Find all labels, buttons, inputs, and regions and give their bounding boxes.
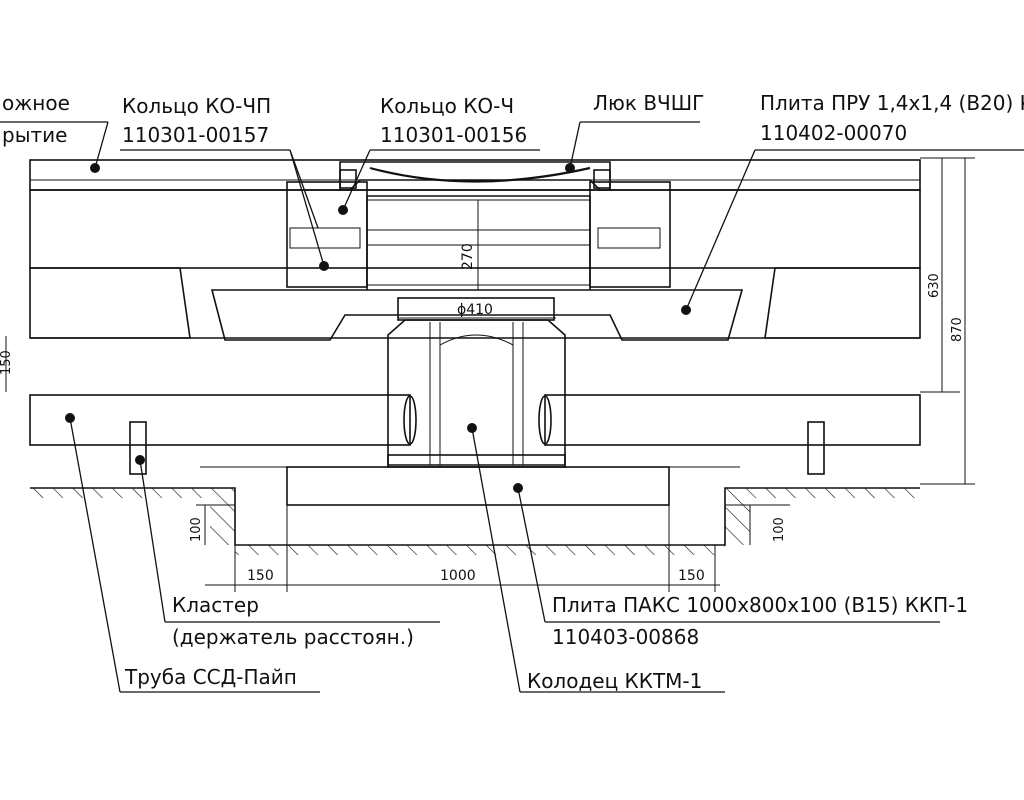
cluster-holders: [129, 421, 825, 475]
text-labels: ожное рытие Кольцо КО-ЧП 110301-00157 Ко…: [2, 91, 1024, 693]
dim-100-left: 100: [189, 517, 204, 542]
ground-trench: [30, 487, 920, 555]
neck-shaft: [366, 195, 591, 290]
label-plate-pru: Плита ПРУ 1,4х1,4 (В20) К: [760, 91, 1024, 115]
dimension-texts: 270 ϕ410 630 870 150 100 100 150 1000 15…: [0, 243, 965, 584]
road-surface-layer: [29, 159, 921, 191]
dim-100-right: 100: [772, 517, 787, 542]
label-plate-pru-code: 110402-00070: [760, 121, 907, 145]
hatch-vchshg: [339, 161, 611, 191]
label-ring-ko-ch: Кольцо КО-Ч: [380, 94, 514, 118]
label-plate-paks: Плита ПАКС 1000х800х100 (В15) ККП-1: [552, 593, 968, 617]
label-well: Колодец ККТМ-1: [527, 669, 702, 693]
dim-270: 270: [460, 243, 476, 270]
label-cluster-note: (держатель расстоян.): [172, 625, 414, 649]
dimension-lines: [5, 157, 975, 592]
label-pipe: Труба ССД-Пайп: [124, 665, 297, 689]
gravel-base-layer: [29, 189, 921, 269]
dim-1000: 1000: [440, 568, 476, 584]
base-layer: [29, 267, 921, 339]
label-ring-ko-chp: Кольцо КО-ЧП: [122, 94, 271, 118]
dim-150-left: 150: [0, 350, 14, 375]
plate-pru: [210, 289, 744, 341]
label-hatch: Люк ВЧШГ: [593, 91, 704, 115]
label-ring-ko-chp-code: 110301-00157: [122, 123, 269, 147]
pipe-ssd-left: [29, 394, 417, 446]
dim-150-bottom-right: 150: [678, 568, 705, 584]
well-kktm-1: [387, 297, 566, 468]
pipe-ssd-right: [538, 394, 921, 446]
label-plate-paks-code: 110403-00868: [552, 625, 699, 649]
label-ring-ko-ch-code: 110301-00156: [380, 123, 527, 147]
plate-paks: [286, 466, 670, 506]
label-cluster: Кластер: [172, 593, 259, 617]
leader-lines: [0, 121, 1024, 693]
dim-870: 870: [950, 317, 965, 342]
dim-150-bottom-left: 150: [247, 568, 274, 584]
leader-dots: [65, 163, 691, 493]
dim-phi410: ϕ410: [457, 302, 493, 318]
label-road-cover-2: рытие: [2, 123, 67, 147]
dim-630: 630: [927, 273, 942, 298]
label-road-cover-1: ожное: [2, 91, 70, 115]
